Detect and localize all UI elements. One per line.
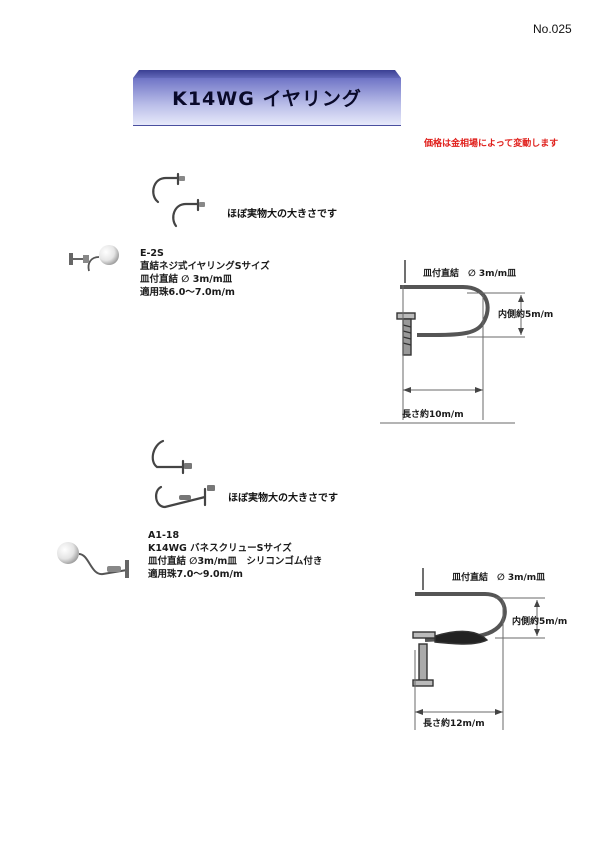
pearl-earring-image — [69, 245, 119, 272]
product-plate-spec: 皿付直結 ∅ 3m/m皿 — [140, 274, 233, 285]
actual-size-note: ほぼ実物大の大きさです — [228, 493, 338, 504]
dimension-diagram — [412, 568, 545, 730]
diagram-plate-label: 皿付直結 ∅ 3m/m皿 — [423, 269, 517, 279]
page-number: No.025 — [533, 22, 572, 36]
product-name: 直結ネジ式イヤリングSサイズ — [140, 261, 270, 272]
product-plate-spec: 皿付直結 ∅3m/m皿 シリコンゴム付き — [148, 556, 323, 567]
diagram-plate-label: 皿付直結 ∅ 3m/m皿 — [452, 573, 546, 583]
product-pearl-size: 適用珠7.0〜9.0m/m — [148, 569, 243, 580]
product-code: A1-18 — [148, 530, 180, 541]
price-notice: 価格は金相場によって変動します — [424, 139, 559, 149]
diagram-total-length-label: 長さ約10m/m — [402, 410, 464, 420]
spring-screw-actual-size-image — [151, 439, 215, 509]
page-title: K14WG イヤリング — [172, 88, 362, 110]
diagram-inner-length-label: 内側約5m/m — [512, 617, 568, 627]
diagram-inner-length-label: 内側約5m/m — [498, 310, 554, 320]
product-pearl-size: 適用珠6.0〜7.0m/m — [140, 287, 235, 298]
pearl-earring-image — [57, 542, 129, 578]
product-name: K14WG バネスクリューSサイズ — [148, 543, 292, 554]
earring-hook-actual-size-image — [152, 172, 205, 228]
product-code: E-2S — [140, 248, 164, 259]
actual-size-note: ほぼ実物大の大きさです — [227, 209, 337, 220]
dimension-diagram — [380, 260, 525, 424]
title-banner — [133, 70, 401, 126]
diagram-total-length-label: 長さ約12m/m — [423, 719, 485, 729]
